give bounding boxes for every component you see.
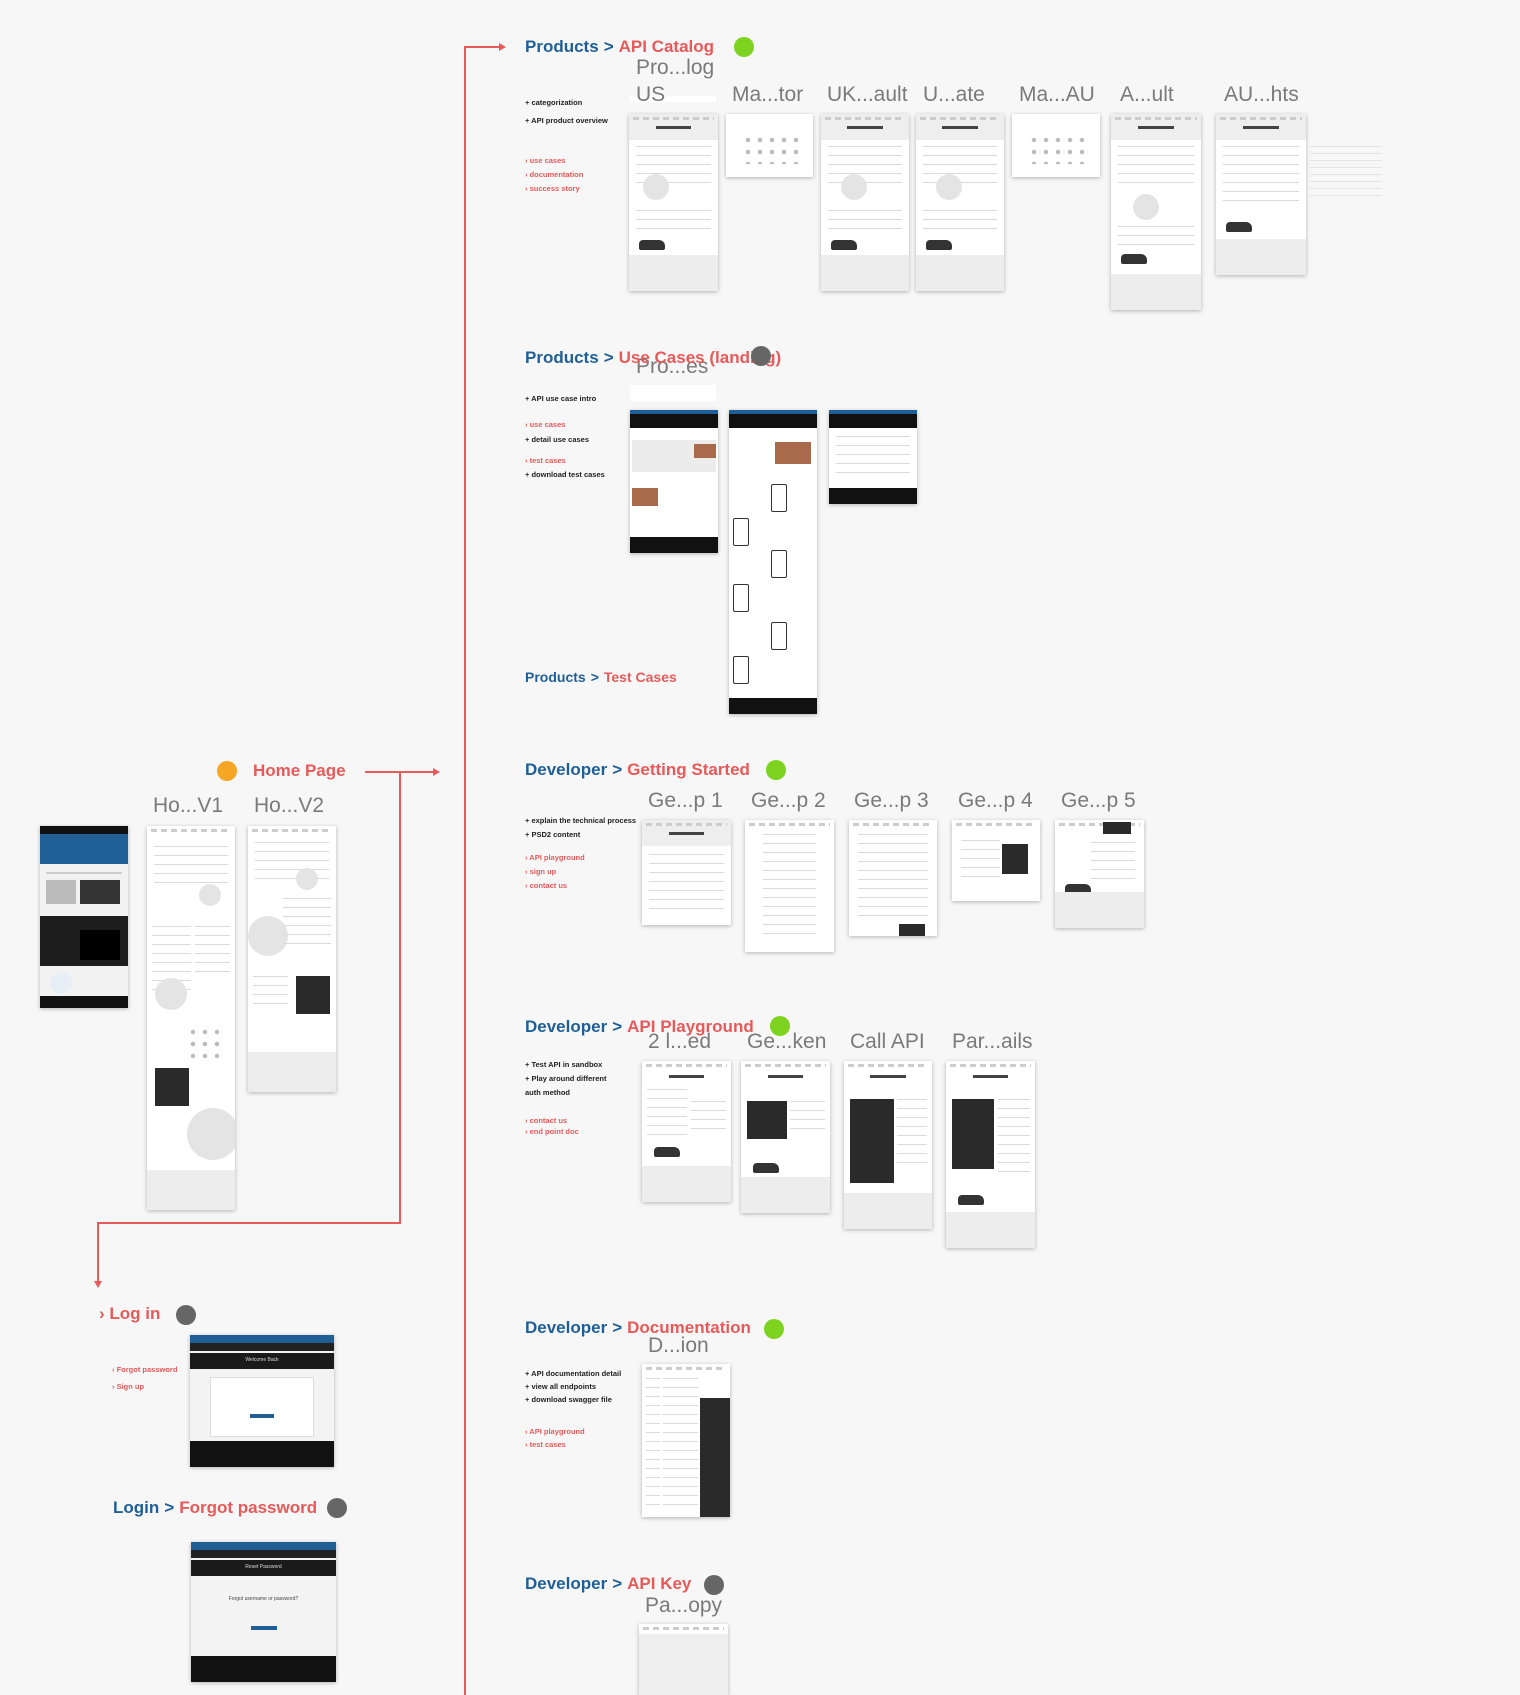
frame-label: D...ion xyxy=(648,1334,709,1357)
status-dot xyxy=(704,1575,724,1595)
section-title-home[interactable]: Home Page xyxy=(253,761,346,781)
section-title-getting-started[interactable]: Developer>Getting Started xyxy=(525,760,750,779)
api-key-frame[interactable] xyxy=(639,1624,728,1695)
flow-line-login-down xyxy=(97,1222,99,1282)
frame-label: Ma...tor xyxy=(732,83,804,106)
page-title: Log in xyxy=(109,1304,161,1323)
api-catalog-notes: + categorization + API product overview xyxy=(525,98,608,125)
api-catalog-uk-default-frame[interactable] xyxy=(821,114,909,291)
section-title-api-catalog[interactable]: Products>API Catalog xyxy=(525,37,715,56)
flow-line-top xyxy=(464,46,500,48)
screen-heading: Reset Password xyxy=(245,1564,282,1570)
getting-started-notes: + explain the technical process + PSD2 c… xyxy=(525,816,637,890)
playground-call-api-frame[interactable] xyxy=(844,1061,932,1229)
api-catalog-uk-update-frame[interactable] xyxy=(916,114,1004,291)
api-catalog-marketplace-au-frame[interactable] xyxy=(1012,114,1100,177)
status-dot xyxy=(751,346,771,366)
login-frame[interactable]: Welcome Back xyxy=(190,1335,334,1467)
forgot-password-frame[interactable]: Reset Password Forgot username or passwo… xyxy=(191,1542,336,1682)
group-label: Pro...log xyxy=(636,56,715,79)
api-catalog-marketplace-frame[interactable] xyxy=(726,114,813,177)
frame-label: Pa...opy xyxy=(645,1594,723,1617)
flow-line-main-vertical xyxy=(464,46,466,1695)
arrow-head-icon xyxy=(94,1281,102,1288)
use-cases-header-strip xyxy=(630,385,716,401)
getting-started-step-2-frame[interactable] xyxy=(745,820,834,952)
api-catalog-us-frame[interactable] xyxy=(629,114,718,291)
flow-line-home-down xyxy=(399,771,401,1223)
test-cases-frame[interactable] xyxy=(829,410,917,504)
section-title-use-cases[interactable]: Products>Use Cases (landing) xyxy=(525,348,782,367)
use-cases-notes: + API use case intro › use cases + detai… xyxy=(525,394,605,479)
frame-label: Ge...p 4 xyxy=(958,789,1033,812)
arrow-head-icon xyxy=(499,43,506,51)
status-dot xyxy=(766,760,786,780)
flow-line-to-login xyxy=(97,1222,401,1224)
frame-label: UK...ault xyxy=(827,83,908,106)
frame-label: 2 l...ed xyxy=(648,1030,712,1053)
section-title-api-playground[interactable]: Developer>API Playground xyxy=(525,1017,754,1036)
frame-label: Ge...p 5 xyxy=(1061,789,1136,812)
screen-heading: Welcome Back xyxy=(245,1357,279,1363)
status-dot xyxy=(764,1319,784,1339)
section-title-forgot-password[interactable]: Login>Forgot password xyxy=(113,1498,318,1517)
frame-label: A...ult xyxy=(1120,83,1174,106)
home-v2-frame[interactable] xyxy=(248,826,336,1092)
documentation-notes: + API documentation detail + view all en… xyxy=(525,1369,622,1449)
page-title: Home Page xyxy=(253,761,346,780)
frame-label: Ma...AU xyxy=(1019,83,1095,106)
playground-get-token-frame[interactable] xyxy=(741,1061,830,1213)
frame-label: AU...hts xyxy=(1224,83,1299,106)
frame-label: US xyxy=(636,83,666,106)
api-playground-notes: + Test API in sandbox + Play around diff… xyxy=(525,1060,607,1136)
getting-started-step-1-frame[interactable] xyxy=(642,820,731,925)
getting-started-step-5-frame[interactable] xyxy=(1055,820,1144,928)
api-catalog-au-default-frame[interactable] xyxy=(1111,114,1201,310)
status-dot xyxy=(734,37,754,57)
documentation-frame[interactable] xyxy=(642,1364,730,1517)
annotation-note xyxy=(1310,146,1382,196)
section-title-test-cases[interactable]: Products>Test Cases xyxy=(525,669,677,685)
section-title-api-key[interactable]: Developer>API Key xyxy=(525,1574,692,1593)
getting-started-step-4-frame[interactable] xyxy=(952,820,1040,901)
getting-started-step-3-frame[interactable] xyxy=(849,820,937,936)
frame-label: Ge...p 1 xyxy=(648,789,723,812)
frame-label: U...ate xyxy=(923,83,985,106)
frame-label: Ho...V1 xyxy=(153,794,224,817)
api-catalog-au-highlights-frame[interactable] xyxy=(1216,114,1306,275)
status-dot xyxy=(217,761,237,781)
playground-two-legged-frame[interactable] xyxy=(642,1061,731,1202)
api-catalog-links: › use cases › documentation › success st… xyxy=(525,156,584,193)
section-title-login[interactable]: › Log in xyxy=(99,1304,161,1323)
frame-label: Call API xyxy=(850,1030,925,1053)
home-hero-frame[interactable] xyxy=(40,826,128,1008)
frame-label: Ho...V2 xyxy=(254,794,325,817)
screen-text: Forgot username or password? xyxy=(228,1596,299,1602)
group-underline xyxy=(630,96,716,102)
frame-label: Ge...p 2 xyxy=(751,789,826,812)
status-dot xyxy=(176,1305,196,1325)
status-dot xyxy=(770,1016,790,1036)
use-cases-landing-frame[interactable] xyxy=(630,410,718,553)
home-v1-frame[interactable] xyxy=(147,826,235,1210)
frame-label: Ge...p 3 xyxy=(854,789,929,812)
frame-label: Par...ails xyxy=(952,1030,1033,1053)
section-title-documentation[interactable]: Developer>Documentation xyxy=(525,1318,751,1337)
status-dot xyxy=(327,1498,347,1518)
group-label: Pro...es xyxy=(636,355,709,378)
playground-parameter-details-frame[interactable] xyxy=(946,1061,1035,1248)
use-case-detail-frame[interactable] xyxy=(729,410,817,714)
arrow-head-icon xyxy=(433,768,440,776)
frame-label: Ge...ken xyxy=(747,1030,827,1053)
login-notes: › Forgot password › Sign up xyxy=(112,1365,178,1391)
